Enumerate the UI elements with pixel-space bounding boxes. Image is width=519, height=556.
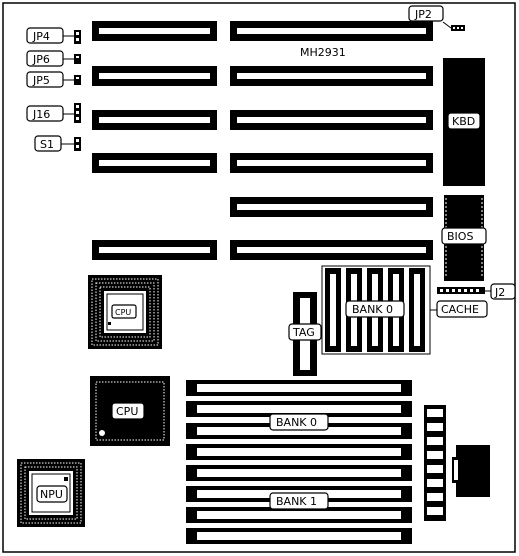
jp2-label: JP2 — [414, 8, 432, 21]
jumper-j16-label: J16 — [32, 108, 50, 121]
switch-s1-label: S1 — [40, 138, 54, 151]
bios-chip: BIOS — [441, 195, 487, 281]
board-model: MH2931 — [300, 46, 346, 59]
jumper-jp6: JP6 — [26, 50, 81, 67]
jumper-jp4-label: JP4 — [32, 30, 50, 43]
jumper-jp5-label: JP5 — [32, 74, 50, 87]
simm-slots: BANK 0 BANK 1 — [186, 380, 412, 544]
j2-label: J2 — [494, 286, 505, 299]
j2-header: J2 — [437, 283, 516, 300]
jumper-jp4: JP4 — [26, 27, 81, 44]
keyboard-connector — [452, 445, 490, 497]
kbd-label: KBD — [452, 115, 475, 128]
cpu-socket-label: CPU — [115, 308, 131, 317]
cpu-label: CPU — [116, 405, 138, 418]
cache-label: CACHE — [441, 303, 479, 316]
expansion-slots-left — [92, 21, 217, 260]
bios-label: BIOS — [447, 230, 473, 243]
simm-bank0-label: BANK 0 — [276, 416, 317, 429]
jumper-jp5: JP5 — [26, 71, 81, 88]
kbd-chip: KBD — [443, 58, 485, 186]
npu-socket: NPU — [17, 459, 85, 527]
switch-s1: S1 — [34, 135, 81, 152]
cache-sram-bank: BANK 0 CACHE — [321, 265, 488, 355]
jumper-j16: J16 — [26, 103, 81, 123]
npu-label: NPU — [40, 488, 63, 501]
cpu-socket: CPU — [88, 275, 162, 349]
tag-chip: TAG — [288, 292, 322, 376]
jumper-jp6-label: JP6 — [32, 53, 50, 66]
tag-label: TAG — [292, 326, 315, 339]
jp2-jumper: JP2 — [408, 5, 465, 31]
power-connector — [424, 405, 446, 521]
expansion-slots-right — [230, 21, 433, 260]
cache-bank-label: BANK 0 — [352, 303, 393, 316]
cpu-chip: CPU — [90, 376, 170, 446]
simm-bank1-label: BANK 1 — [276, 495, 317, 508]
